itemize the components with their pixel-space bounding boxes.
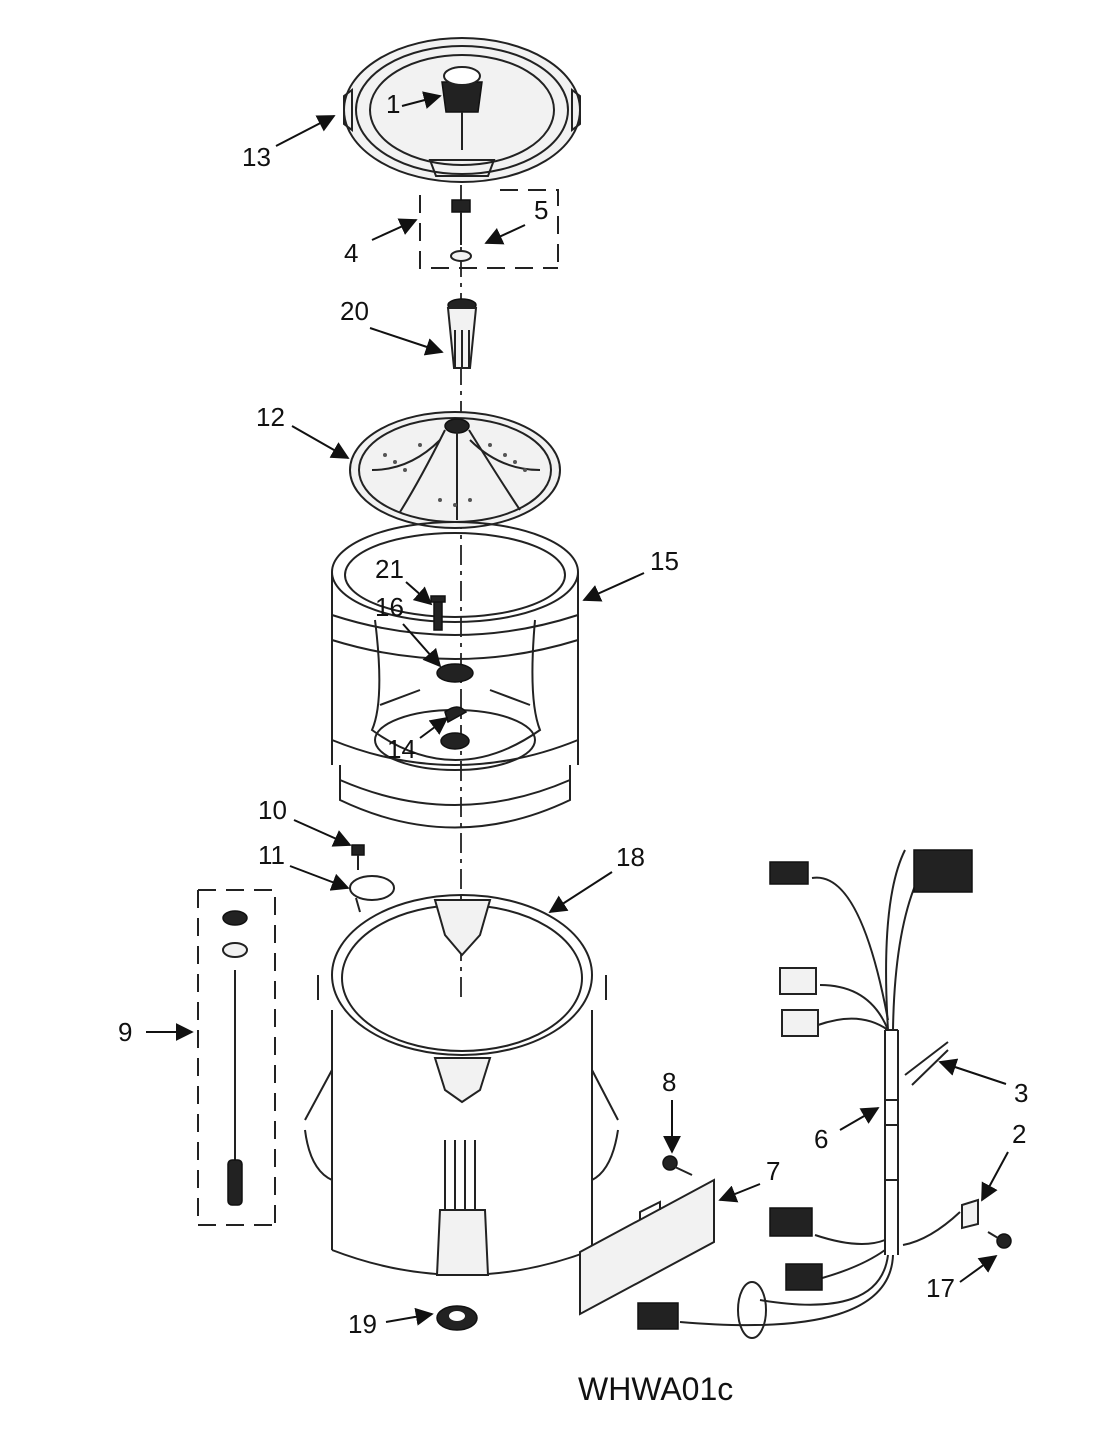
screw-10-part xyxy=(351,844,365,870)
callout-17: 17 xyxy=(926,1254,998,1303)
callout-21-label: 21 xyxy=(375,554,404,584)
agitator-cap-part xyxy=(441,66,483,150)
callout-11: 11 xyxy=(258,840,350,891)
diagram-code-caption: WHWA01c xyxy=(578,1371,733,1407)
callout-3-label: 3 xyxy=(1014,1078,1028,1108)
callout-20-label: 20 xyxy=(340,296,369,326)
control-board-part xyxy=(579,1178,715,1316)
callout-13: 13 xyxy=(242,115,336,172)
wire-harness-part xyxy=(637,849,1012,1339)
callout-5-label: 5 xyxy=(534,195,548,225)
callout-2-label: 2 xyxy=(1012,1119,1026,1149)
callout-9: 9 xyxy=(118,1017,194,1047)
hub-nut-part xyxy=(440,706,470,750)
callout-15-label: 15 xyxy=(650,546,679,576)
callout-1: 1 xyxy=(386,89,442,119)
callout-10: 10 xyxy=(258,795,352,847)
agitator-shaft-part xyxy=(446,298,478,369)
callout-8: 8 xyxy=(662,1067,681,1154)
outer-tub-part xyxy=(304,894,619,1276)
callout-14: 14 xyxy=(387,716,449,764)
callout-11-label: 11 xyxy=(258,840,285,870)
callout-20: 20 xyxy=(340,296,444,356)
impeller-part xyxy=(349,411,561,529)
callout-4-label: 4 xyxy=(344,238,358,268)
callout-16-label: 16 xyxy=(375,592,404,622)
seal-part xyxy=(436,1305,478,1331)
callout-4: 4 xyxy=(344,218,418,268)
callout-18: 18 xyxy=(548,842,645,913)
callout-1-label: 1 xyxy=(386,89,400,119)
callout-9-label: 9 xyxy=(118,1017,132,1047)
callout-12: 12 xyxy=(256,402,350,459)
callout-5: 5 xyxy=(484,195,548,245)
callout-10-label: 10 xyxy=(258,795,287,825)
callout-13-label: 13 xyxy=(242,142,271,172)
bolt-21-part xyxy=(430,595,446,631)
callout-2: 2 xyxy=(981,1119,1026,1202)
callout-7: 7 xyxy=(718,1156,780,1203)
callout-6-label: 6 xyxy=(814,1124,828,1154)
washer-16-part xyxy=(436,663,474,683)
callout-16: 16 xyxy=(375,592,442,668)
callout-19: 19 xyxy=(348,1307,434,1339)
callout-21: 21 xyxy=(375,554,433,606)
callout-12-label: 12 xyxy=(256,402,285,432)
callout-19-label: 19 xyxy=(348,1309,377,1339)
callout-8-label: 8 xyxy=(662,1067,676,1097)
bolt-washer-group xyxy=(419,189,559,269)
callout-17-label: 17 xyxy=(926,1273,955,1303)
callout-18-label: 18 xyxy=(616,842,645,872)
callout-7-label: 7 xyxy=(766,1156,780,1186)
callout-3: 3 xyxy=(938,1058,1028,1108)
callout-15: 15 xyxy=(582,546,679,602)
screw-8-part xyxy=(662,1155,693,1176)
clip-11-part xyxy=(349,875,395,913)
wash-basket-part xyxy=(331,521,579,829)
callout-6: 6 xyxy=(814,1107,880,1154)
suspension-rod-part xyxy=(197,889,276,1226)
callout-14-label: 14 xyxy=(387,734,416,764)
